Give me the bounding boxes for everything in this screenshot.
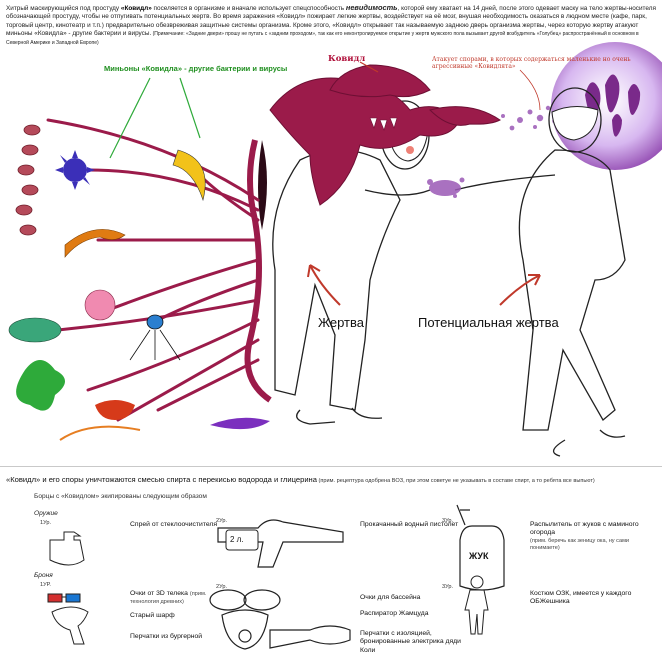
weapon-item-3: Распылитель от жуков с маминого огорода xyxy=(530,521,639,537)
handshake-contamination xyxy=(427,177,465,198)
minion-blue-crab xyxy=(129,314,181,361)
hazmat-suit-icon xyxy=(464,575,489,635)
victim-blush xyxy=(406,146,414,154)
armor-category: Броня xyxy=(34,572,53,579)
armor-item-2: Старый шарф xyxy=(130,612,175,619)
minion-orange-wisp xyxy=(59,425,141,441)
insulated-glove-icon xyxy=(269,625,351,649)
weapon-level-3: 3Ур. xyxy=(442,518,454,524)
respirator-icon xyxy=(221,609,269,650)
water-gun-icon xyxy=(217,519,344,568)
intro-text: Хитрый маскирующийся под простуду «Ковид… xyxy=(6,3,656,46)
weapon-item-1: Спрей от стеклоочистителя xyxy=(130,521,218,528)
kovid-name: «Ковидл» xyxy=(120,5,152,12)
spores-pointer-line xyxy=(519,69,541,111)
weapon-level-1: 1Ур. xyxy=(40,520,52,526)
bug-sprayer-label: ЖУК xyxy=(469,551,489,561)
intro-note: (Примечание: «Задние двери» прошу не пут… xyxy=(6,31,639,46)
armor-item-7: Костюм ОЗК, имеется у каждого ОБЖешника xyxy=(530,590,632,606)
potential-victim-mask xyxy=(551,106,599,141)
kovid-creature xyxy=(244,64,501,403)
minion-red-beast xyxy=(95,400,135,420)
3d-glasses-icon xyxy=(47,593,81,603)
invisibility-word: невидимость xyxy=(345,3,398,12)
kovid-teeth xyxy=(369,117,398,131)
armor-level-1: 1УР. xyxy=(40,582,51,588)
back-door xyxy=(258,140,267,230)
victim-arrow xyxy=(307,264,341,306)
weapon-item-2: Прокачанный водный пистолет xyxy=(360,521,459,528)
minion-chain xyxy=(15,124,41,236)
foot-splash xyxy=(210,417,270,430)
minion-yellow-crescent xyxy=(172,149,206,202)
minions-label: Миньоны «Ковидла» - другие бактерии и ви… xyxy=(104,64,288,73)
section-divider xyxy=(0,466,662,467)
scarf-icon xyxy=(51,606,89,645)
armor-item-1-note: (прим. технология древних) xyxy=(130,591,207,606)
weapon-level-2: 2Ур. xyxy=(216,518,228,524)
potential-victim-label: Потенциальная жертва xyxy=(418,315,559,330)
armor-item-5: Распиратор Жамцуда xyxy=(360,610,429,617)
armor-item-1: Очки от 3D телека (прим. технология древ… xyxy=(130,590,207,606)
minion-pointer-lines xyxy=(109,77,201,159)
destroy-note: (прим. рецептура одобрена ВОЗ, при этом … xyxy=(316,478,595,484)
minion-green-splat xyxy=(16,360,65,411)
water-gun-tank xyxy=(225,529,259,551)
armor-level-3: 3Ур. xyxy=(442,584,454,590)
victim-label: Жертва xyxy=(318,315,364,330)
minion-pink-germ xyxy=(84,289,116,321)
weapon-category: Оружие xyxy=(34,510,58,517)
armor-item-4: Очки для бассейна xyxy=(360,594,421,601)
tentacles xyxy=(46,118,260,422)
armor-item-3: Перчатки из бургерной xyxy=(130,633,203,640)
spray-bottle-icon xyxy=(49,531,85,566)
minion-blue-spiky xyxy=(55,150,95,190)
swim-goggles-icon xyxy=(209,589,281,611)
spores-label: Атакует спорами, в которых содержаться м… xyxy=(432,56,631,70)
water-gun-label: 2 л. xyxy=(230,535,244,544)
weapon-item-3-note: (прим. беречь как зеницу ока, ну сами по… xyxy=(530,538,630,552)
kovid-label: Ковидл xyxy=(328,54,366,64)
equipment-title: Борцы с «Ковидлом» экипированы следующим… xyxy=(34,493,207,500)
minion-orange-worm xyxy=(64,229,126,258)
potential-victim-figure xyxy=(454,87,626,457)
kovid-pointer-arrow xyxy=(359,61,379,73)
armor-level-2: 2Ур. xyxy=(216,584,228,590)
armor-item-6: Перчатки с изоляцией, бронированные элек… xyxy=(360,630,461,654)
potential-arrow xyxy=(499,274,541,306)
minion-green-slug xyxy=(8,317,62,343)
destroy-text: «Ковидл» и его споры уничтожаются смесью… xyxy=(6,475,595,484)
